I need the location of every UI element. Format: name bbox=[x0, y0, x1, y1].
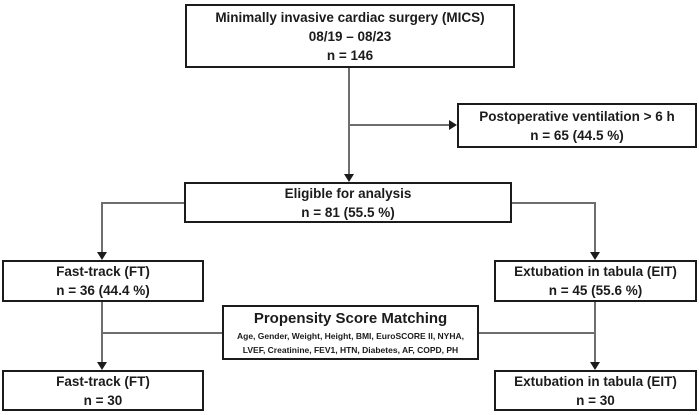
arrowhead-into-postop-vent bbox=[449, 120, 457, 130]
connector-psm-left bbox=[102, 332, 223, 334]
node-extubation-title: Extubation in tabula (EIT) bbox=[514, 264, 677, 279]
node-fast-track-matched: Fast-track (FT) n = 30 bbox=[2, 370, 204, 411]
node-fast-track: Fast-track (FT) n = 36 (44.4 %) bbox=[2, 260, 204, 302]
arrowhead-into-extubation-matched bbox=[590, 362, 600, 370]
connector-branch-to-postop-vent bbox=[349, 124, 449, 126]
node-fast-track-matched-title: Fast-track (FT) bbox=[56, 373, 150, 389]
connector-eligible-to-fast-track-horizontal bbox=[102, 202, 185, 204]
node-eligible: Eligible for analysis n = 81 (55.5 %) bbox=[184, 182, 512, 223]
arrowhead-into-fast-track-matched bbox=[97, 362, 107, 370]
connector-eligible-to-extubation-vertical bbox=[594, 202, 596, 253]
node-extubation-matched: Extubation in tabula (EIT) n = 30 bbox=[494, 370, 697, 411]
node-mics-period: 08/19 – 08/23 bbox=[308, 28, 392, 44]
node-mics-count: n = 146 bbox=[326, 47, 374, 63]
connector-psm-right bbox=[478, 332, 595, 334]
node-psm-covariates-line1: Age, Gender, Weight, Height, BMI, EuroSC… bbox=[236, 330, 464, 341]
arrowhead-into-eligible bbox=[344, 174, 354, 182]
connector-extubation-to-matched bbox=[594, 302, 596, 363]
node-postop-vent: Postoperative ventilation > 6 h n = 65 (… bbox=[457, 103, 697, 148]
node-postop-vent-title: Postoperative ventilation > 6 h bbox=[479, 108, 675, 124]
node-psm-title: Propensity Score Matching bbox=[253, 309, 448, 327]
arrowhead-into-fast-track bbox=[97, 252, 107, 260]
node-extubation: Extubation in tabula (EIT) n = 45 (55.6 … bbox=[494, 260, 697, 302]
node-postop-vent-count: n = 65 (44.5 %) bbox=[530, 127, 624, 143]
node-fast-track-count: n = 36 (44.4 %) bbox=[56, 283, 150, 298]
connector-eligible-to-fast-track-vertical bbox=[101, 202, 103, 253]
arrowhead-into-extubation bbox=[590, 252, 600, 260]
node-eligible-count: n = 81 (55.5 %) bbox=[301, 204, 395, 220]
node-fast-track-matched-count: n = 30 bbox=[83, 392, 123, 408]
node-psm-covariates-line2: LVEF, Creatinine, FEV1, HTN, Diabetes, A… bbox=[242, 344, 459, 355]
node-psm: Propensity Score Matching Age, Gender, W… bbox=[222, 305, 479, 360]
node-extubation-matched-title: Extubation in tabula (EIT) bbox=[514, 373, 677, 389]
node-extubation-count: n = 45 (55.6 %) bbox=[548, 283, 643, 298]
node-mics-title: Minimally invasive cardiac surgery (MICS… bbox=[215, 9, 485, 25]
node-extubation-matched-count: n = 30 bbox=[576, 392, 615, 408]
node-eligible-title: Eligible for analysis bbox=[284, 185, 412, 201]
node-mics: Minimally invasive cardiac surgery (MICS… bbox=[185, 4, 515, 68]
connector-eligible-to-extubation-horizontal bbox=[512, 202, 596, 204]
connector-mics-to-eligible bbox=[348, 68, 350, 176]
node-fast-track-title: Fast-track (FT) bbox=[56, 264, 150, 279]
